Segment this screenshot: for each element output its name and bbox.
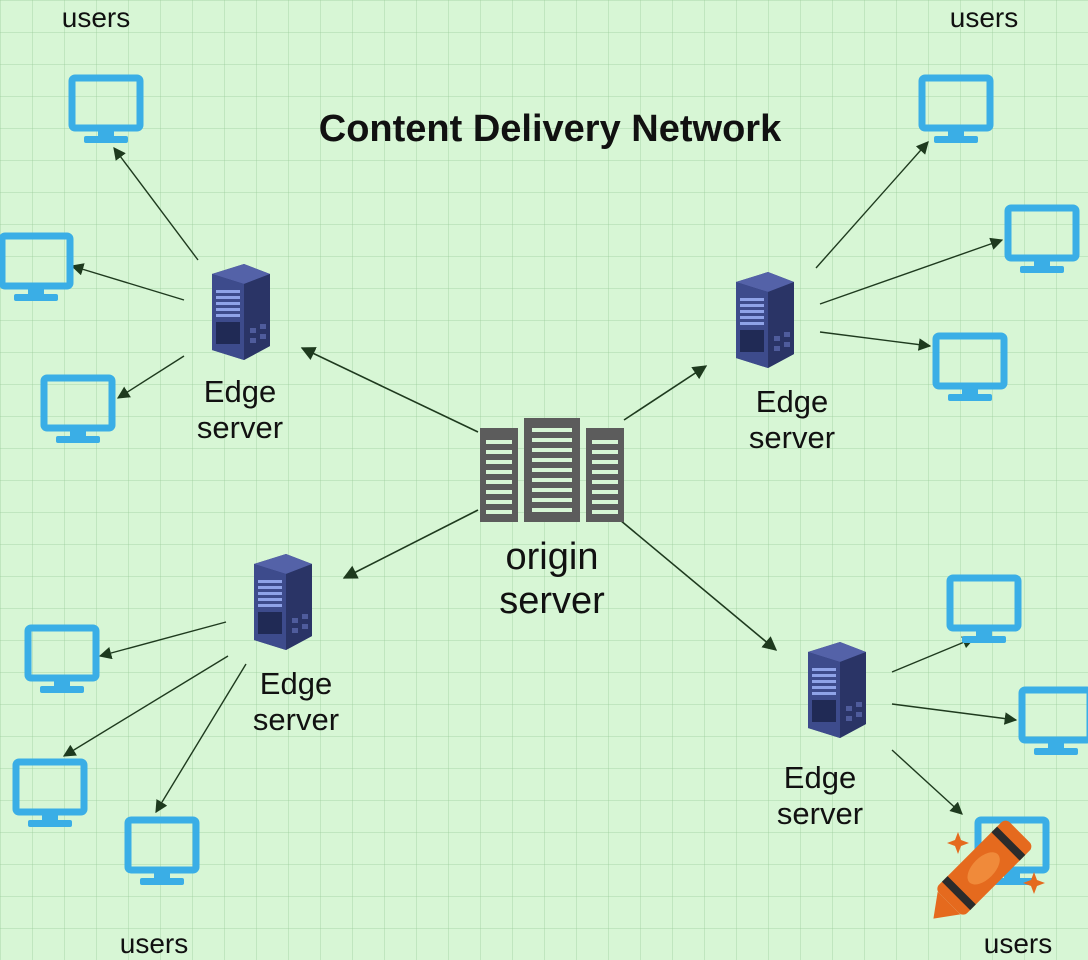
- arrow-edge-tl-user-2: [70, 263, 185, 301]
- arrow-edge-tl-user-3: [116, 355, 185, 399]
- edge-server-label-bottom-left: Edge server: [252, 666, 340, 737]
- monitor-icon: [1008, 208, 1076, 273]
- users-label-bottom-right: users: [983, 928, 1053, 959]
- diagram-title: Content Delivery Network: [318, 108, 782, 150]
- monitor-icon: [936, 336, 1004, 401]
- edge-server-icon: [736, 272, 794, 368]
- arrow-origin-to-edge-top-right: [623, 365, 708, 421]
- edge-server-label-bottom-right: Edge server: [776, 760, 864, 831]
- monitor-icon: [28, 628, 96, 693]
- users-label-top-left: users: [61, 2, 131, 33]
- monitor-icon: [2, 236, 70, 301]
- monitor-icon: [950, 578, 1018, 643]
- monitor-icon: [16, 762, 84, 827]
- arrow-edge-bl-user-2: [62, 655, 229, 757]
- monitor-icon: [72, 78, 140, 143]
- monitor-icon: [1022, 690, 1088, 755]
- users-label-bottom-left: users: [119, 928, 189, 959]
- edge-server-label-top-right: Edge server: [748, 384, 836, 455]
- arrow-edge-bl-user-1: [98, 621, 227, 660]
- origin-server-label: origin server: [499, 536, 605, 622]
- arrow-edge-br-user-2: [891, 703, 1018, 725]
- arrow-origin-to-edge-bottom-right: [619, 519, 778, 651]
- arrow-origin-to-edge-bottom-left: [342, 509, 479, 579]
- arrow-edge-tr-user-3: [819, 331, 932, 351]
- arrow-edge-tr-user-1: [815, 141, 929, 269]
- edge-server-icon: [254, 554, 312, 650]
- users-label-top-right: users: [949, 2, 1019, 33]
- arrow-edge-bl-user-3: [155, 663, 247, 814]
- arrow-edge-br-user-1: [891, 636, 976, 673]
- arrow-edge-tl-user-1: [113, 146, 199, 261]
- sparkle-icon: [947, 832, 969, 854]
- edge-server-label-top-left: Edge server: [196, 374, 284, 445]
- edge-server-icon: [808, 642, 866, 738]
- arrow-edge-br-user-3: [891, 749, 963, 815]
- edge-server-icon: [212, 264, 270, 360]
- arrow-origin-to-edge-top-left: [300, 347, 479, 433]
- origin-server-icon: [480, 418, 624, 522]
- monitor-icon: [44, 378, 112, 443]
- crayon-logo-icon: [933, 820, 1032, 919]
- arrow-edge-tr-user-2: [819, 237, 1004, 305]
- monitor-icon: [128, 820, 196, 885]
- monitor-icon: [922, 78, 990, 143]
- sparkle-icon: [1023, 872, 1045, 894]
